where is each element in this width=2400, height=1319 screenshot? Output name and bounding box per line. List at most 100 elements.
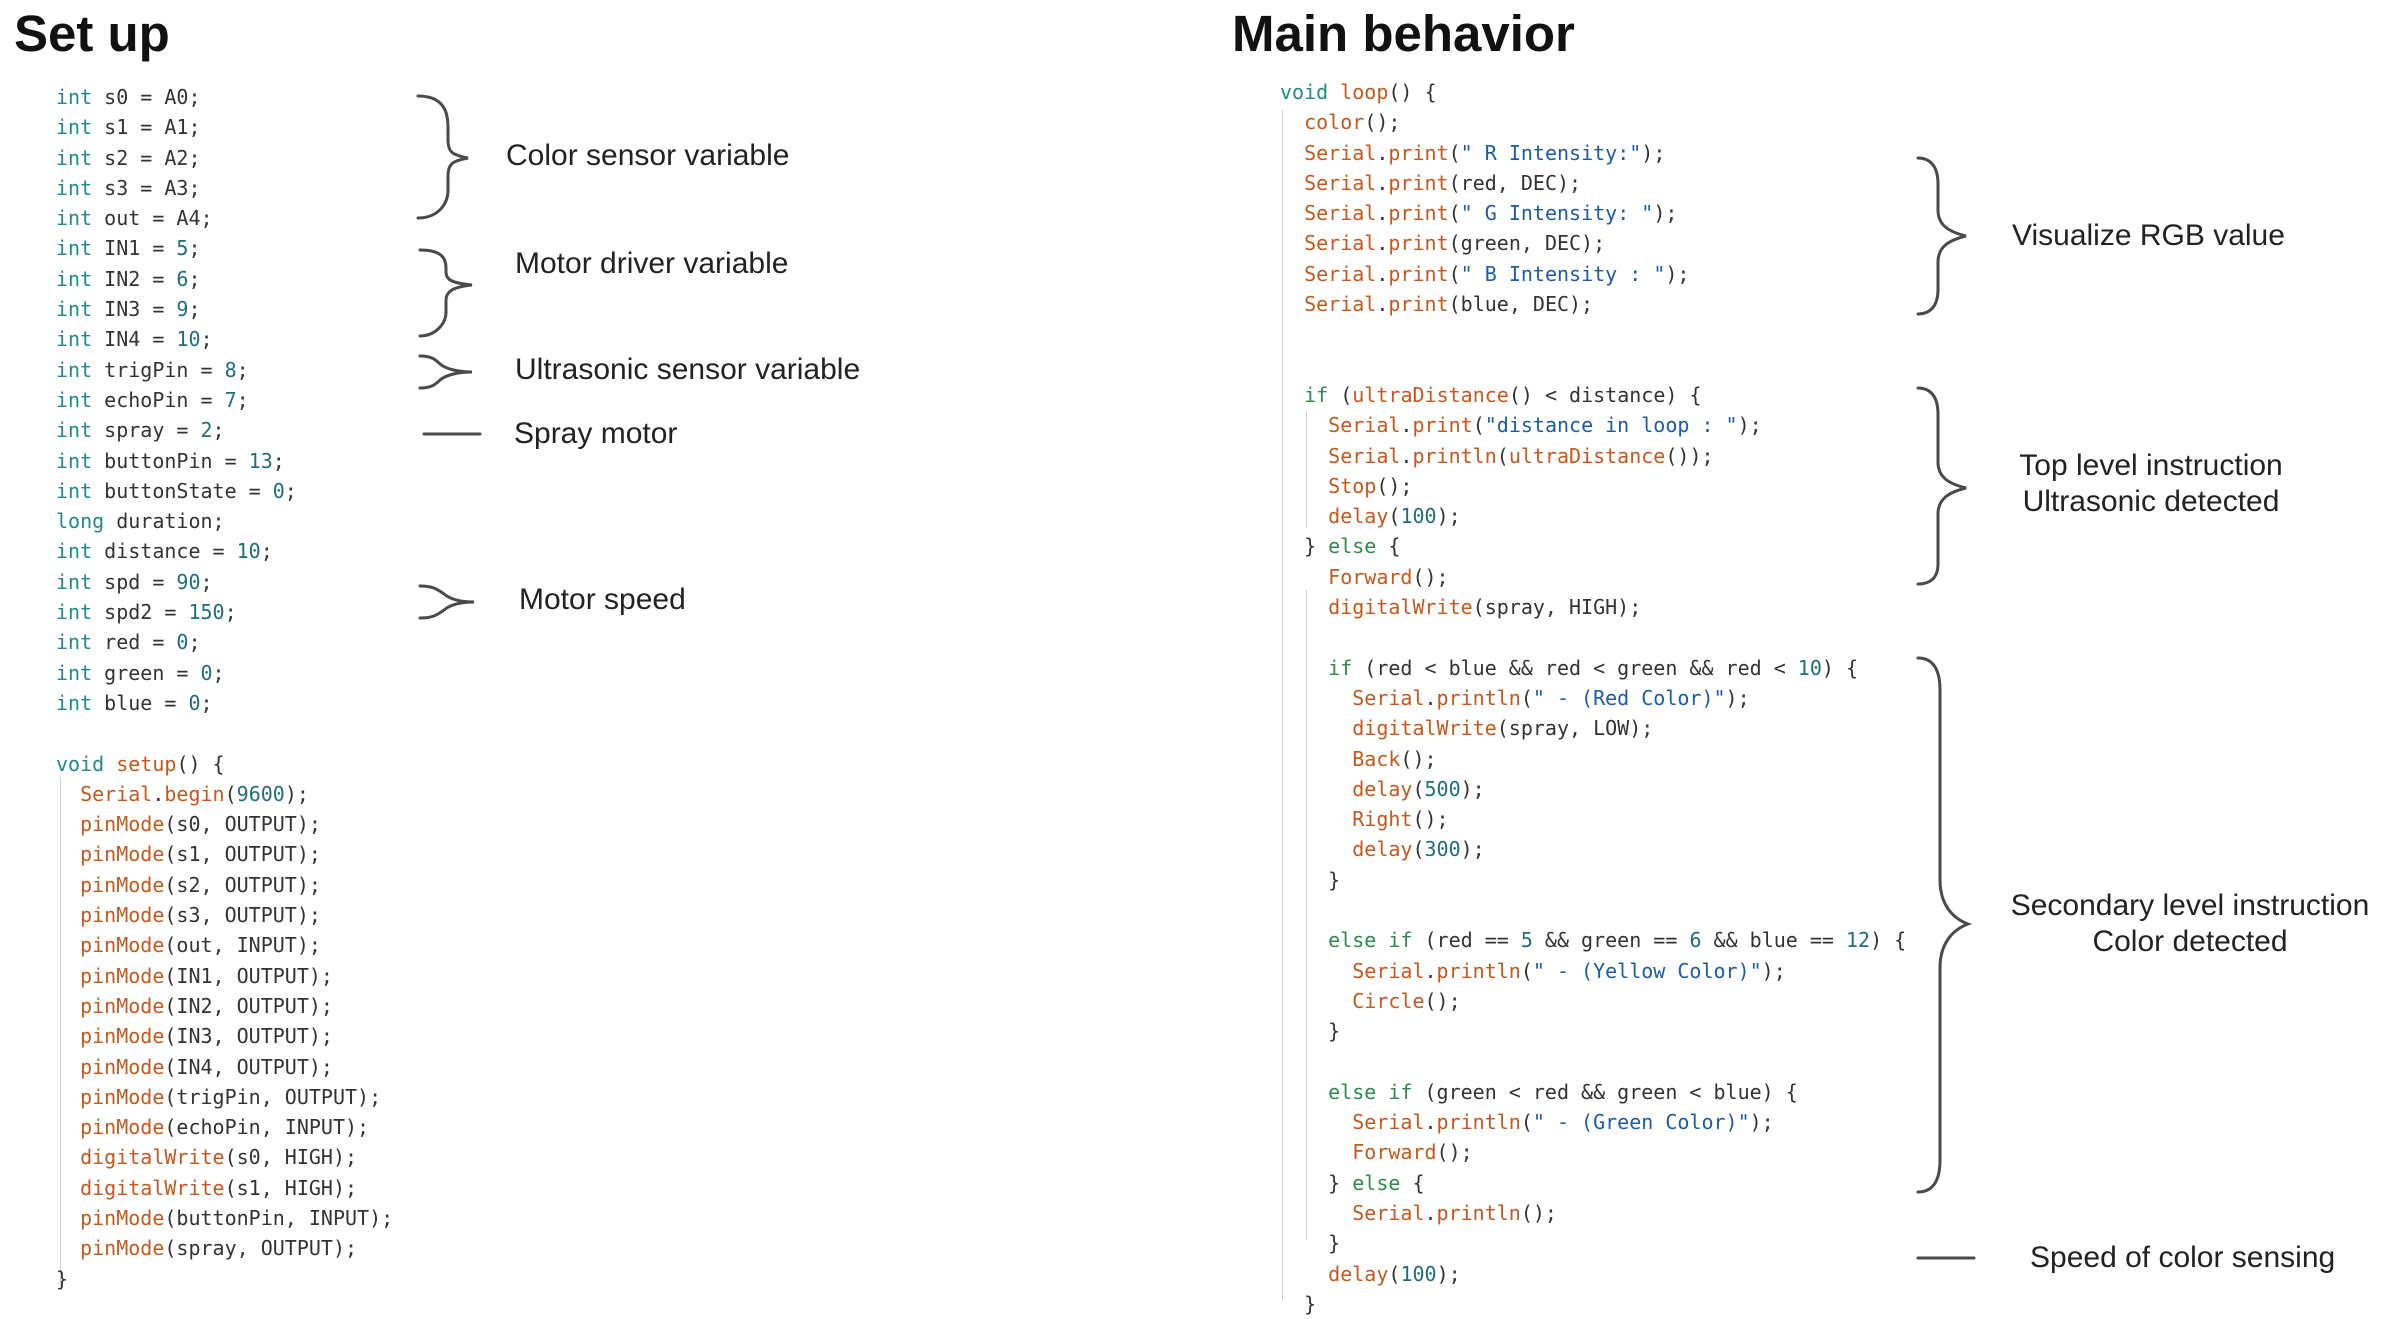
code-token: .	[1424, 685, 1437, 710]
code-token: int	[56, 539, 93, 564]
code-line: if (red < blue && red < green && red < 1…	[1280, 653, 1906, 683]
code-token: ;	[212, 660, 225, 685]
code-token: print	[1412, 413, 1473, 438]
motor-speed-brace	[418, 584, 475, 620]
code-line: int spray = 2;	[56, 415, 393, 445]
code-token: println	[1436, 685, 1521, 710]
code-token: (s1, HIGH);	[224, 1175, 358, 1200]
code-token: spd =	[92, 569, 177, 594]
code-token: }	[1280, 1231, 1341, 1256]
code-token: (	[1472, 413, 1485, 438]
code-line: void loop() {	[1280, 77, 1906, 107]
setup-title: Set up	[14, 5, 170, 62]
code-token: );	[1460, 776, 1485, 801]
code-line: Serial.print(" R Intensity:");	[1280, 138, 1906, 168]
code-token: Serial	[1328, 413, 1401, 438]
code-token: 7	[224, 387, 237, 412]
top-level-subtitle: Ultrasonic detected	[2022, 485, 2280, 518]
code-token: 9	[176, 297, 189, 322]
code-line: pinMode(spray, OUTPUT);	[56, 1233, 393, 1263]
code-token: }	[1280, 1170, 1353, 1195]
code-line: digitalWrite(spray, LOW);	[1280, 713, 1906, 743]
code-token: pinMode	[80, 903, 165, 928]
code-token: long	[56, 509, 105, 534]
code-token: }	[1280, 867, 1341, 892]
code-token: 100	[1400, 1261, 1437, 1286]
code-token: (IN3, OUTPUT);	[164, 1024, 333, 1049]
code-token: buttonState =	[92, 478, 273, 503]
code-token: (IN2, OUTPUT);	[164, 993, 333, 1018]
code-token: print	[1388, 261, 1449, 286]
code-token: (green, DEC);	[1448, 231, 1606, 256]
code-line: void setup() {	[56, 749, 393, 779]
code-token: (	[1412, 776, 1425, 801]
code-line: }	[56, 1264, 393, 1294]
code-token: IN3 =	[92, 297, 177, 322]
code-token: .	[1376, 261, 1389, 286]
code-token: 0	[272, 478, 285, 503]
code-token: ;	[188, 297, 201, 322]
code-token: }	[1280, 534, 1329, 559]
code-token: ();	[1436, 1140, 1473, 1165]
else-indent-guide	[1306, 590, 1307, 1240]
code-token: ultraDistance	[1352, 382, 1509, 407]
code-line: pinMode(s2, OUTPUT);	[56, 870, 393, 900]
code-line: Serial.print(" G Intensity: ");	[1280, 198, 1906, 228]
visualize-rgb-brace	[1916, 156, 1967, 316]
code-token: .	[1376, 140, 1389, 165]
code-token: int	[56, 448, 93, 473]
code-token: else if	[1328, 1079, 1413, 1104]
code-token: " - (Green Color)"	[1532, 1110, 1750, 1135]
code-token: .	[1376, 201, 1389, 226]
code-token: " G Intensity: "	[1460, 201, 1654, 226]
code-line: Forward();	[1280, 1137, 1906, 1167]
code-line: int trigPin = 8;	[56, 355, 393, 385]
code-token: duration;	[104, 509, 225, 534]
top-level-label: Top level instruction Ultrasonic detecte…	[1996, 448, 2306, 520]
code-token: println	[1412, 443, 1497, 468]
code-token: digitalWrite	[80, 1145, 225, 1170]
code-token: int	[56, 236, 93, 261]
code-token: 0	[200, 660, 213, 685]
ultrasonic-label: Ultrasonic sensor variable	[515, 353, 861, 386]
code-token: Serial	[1352, 685, 1425, 710]
visualize-rgb-label: Visualize RGB value	[2012, 219, 2285, 252]
code-token: Serial	[1352, 1110, 1425, 1135]
code-line: long duration;	[56, 506, 393, 536]
code-line: pinMode(echoPin, INPUT);	[56, 1112, 393, 1142]
code-token: int	[56, 387, 93, 412]
code-token: spray =	[92, 418, 201, 443]
code-token: .	[1400, 413, 1413, 438]
code-token: Stop	[1328, 473, 1377, 498]
code-token: (s3, OUTPUT);	[164, 903, 321, 928]
code-token: ();	[1412, 564, 1449, 589]
code-token: pinMode	[80, 1205, 165, 1230]
code-token: delay	[1328, 504, 1389, 529]
code-token: (	[1448, 261, 1461, 286]
code-line: Stop();	[1280, 471, 1906, 501]
code-line: digitalWrite(s0, HIGH);	[56, 1142, 393, 1172]
code-token: (red < blue && red < green && red <	[1352, 655, 1798, 680]
code-line: pinMode(s1, OUTPUT);	[56, 839, 393, 869]
code-token: 100	[1400, 504, 1437, 529]
code-token: print	[1388, 170, 1449, 195]
code-token: () {	[176, 751, 225, 776]
code-line: pinMode(IN3, OUTPUT);	[56, 1021, 393, 1051]
code-token: .	[1424, 958, 1437, 983]
code-token: ;	[272, 448, 285, 473]
code-token: red =	[92, 630, 177, 655]
code-line: pinMode(IN4, OUTPUT);	[56, 1052, 393, 1082]
secondary-level-subtitle: Color detected	[2092, 925, 2288, 958]
code-token: Serial	[1304, 140, 1377, 165]
spray-motor-label: Spray motor	[514, 417, 678, 450]
code-token: 9600	[236, 781, 285, 806]
code-line: Serial.print(" B Intensity : ");	[1280, 259, 1906, 289]
code-token: );	[1436, 1261, 1461, 1286]
code-token: int	[56, 206, 93, 231]
code-token: 300	[1424, 837, 1461, 862]
code-token: IN4 =	[92, 327, 177, 352]
code-line: else if (red == 5 && green == 6 && blue …	[1280, 925, 1906, 955]
code-token: Serial	[1352, 1200, 1425, 1225]
code-line: pinMode(out, INPUT);	[56, 930, 393, 960]
